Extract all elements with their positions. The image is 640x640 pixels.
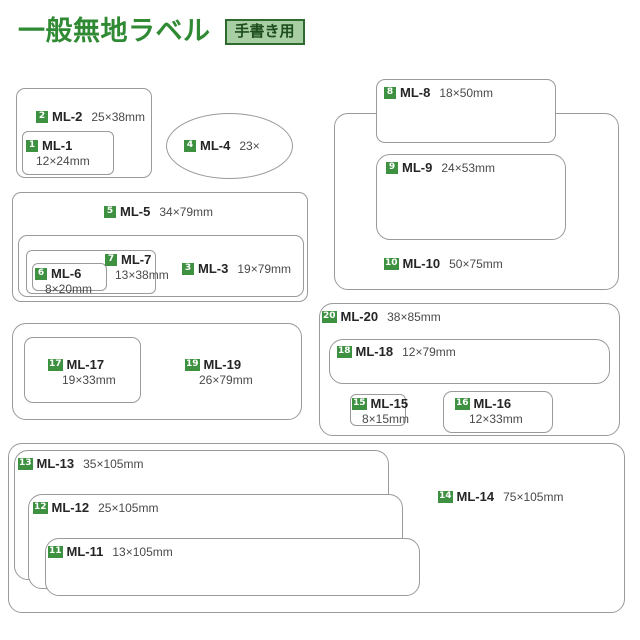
label-box-ml-4[interactable]	[166, 113, 293, 179]
label-box-ml-15[interactable]	[350, 394, 406, 426]
label-box-ml-20[interactable]	[319, 303, 620, 436]
label-box-ml-7[interactable]	[26, 250, 156, 294]
label-box-ml-18[interactable]	[329, 339, 610, 384]
label-box-ml-17[interactable]	[24, 337, 141, 403]
label-box-ml-19[interactable]	[12, 323, 302, 420]
label-box-ml-9[interactable]	[376, 154, 566, 240]
label-box-ml-16[interactable]	[443, 391, 553, 433]
label-box-ml-2[interactable]	[16, 88, 152, 178]
label-box-ml-6[interactable]	[32, 263, 107, 291]
label-box-ml-11[interactable]	[45, 538, 420, 596]
label-box-ml-14[interactable]	[8, 443, 625, 613]
label-box-ml-8[interactable]	[376, 79, 556, 143]
chart-header: 一般無地ラベル 手書き用	[18, 18, 305, 45]
label-box-ml-3[interactable]	[18, 235, 304, 297]
label-box-ml-1[interactable]	[22, 131, 114, 175]
label-box-ml-5[interactable]	[12, 192, 308, 302]
page-title: 一般無地ラベル	[18, 16, 211, 47]
handwriting-use-badge: 手書き用	[224, 18, 305, 45]
